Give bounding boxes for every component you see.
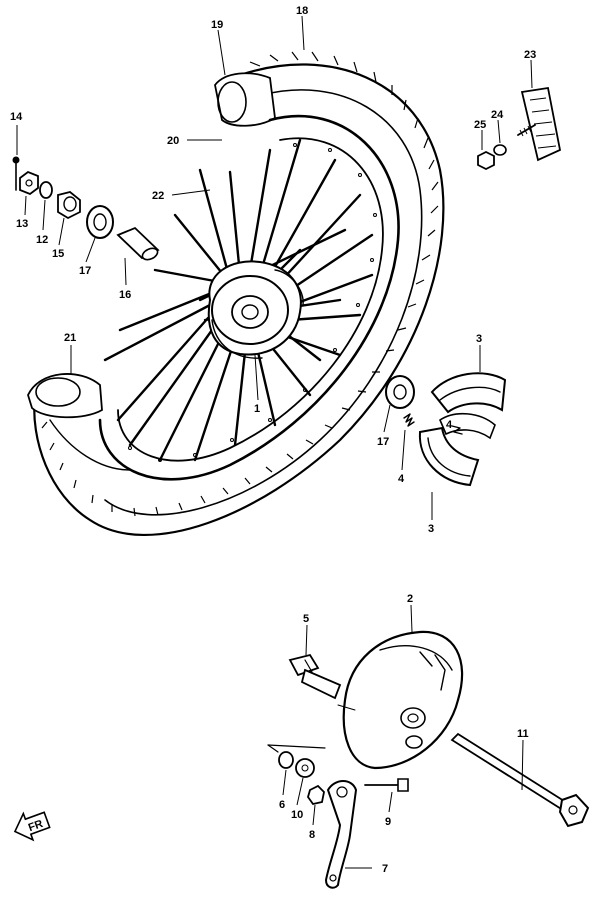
callout-11: 11 bbox=[517, 728, 529, 740]
o-ring bbox=[278, 751, 294, 769]
callout-6: 6 bbox=[279, 799, 285, 811]
front-direction-arrow: FR bbox=[13, 811, 51, 842]
callout-18: 18 bbox=[296, 5, 308, 17]
callout-10: 10 bbox=[291, 809, 303, 821]
castle-nut bbox=[19, 170, 39, 196]
callout-2: 2 bbox=[407, 593, 413, 605]
callout-23: 23 bbox=[524, 49, 536, 61]
spokes bbox=[103, 138, 374, 462]
callout-22: 22 bbox=[152, 190, 164, 202]
bearing-left bbox=[86, 205, 114, 239]
front-axle bbox=[450, 732, 590, 828]
callout-9: 9 bbox=[385, 816, 391, 828]
callout-17-right: 17 bbox=[377, 436, 389, 448]
front-marker-text: FR bbox=[27, 818, 45, 834]
callout-20: 20 bbox=[167, 135, 179, 147]
callout-1: 1 bbox=[254, 403, 260, 415]
wheel-assembly bbox=[27, 51, 445, 536]
brake-shoes bbox=[403, 372, 507, 487]
callout-4: 4 bbox=[398, 473, 405, 485]
callout-24: 24 bbox=[491, 109, 504, 121]
tire-flap bbox=[477, 86, 562, 171]
bearing-right bbox=[385, 375, 415, 409]
spacer-tube bbox=[116, 226, 160, 261]
callout-8: 8 bbox=[309, 829, 315, 841]
callout-labels: 18 19 20 22 14 13 12 15 17 16 21 1 23 24… bbox=[10, 5, 536, 875]
callout-4-inner: 4 bbox=[446, 419, 453, 431]
brake-panel bbox=[337, 630, 464, 770]
brake-cam-lever bbox=[324, 780, 358, 889]
callout-7: 7 bbox=[382, 863, 388, 875]
washer bbox=[39, 181, 53, 199]
flap-bolt bbox=[517, 124, 536, 137]
callout-13: 13 bbox=[16, 218, 28, 230]
flap-nut bbox=[477, 150, 495, 171]
cotter-pin bbox=[12, 156, 20, 191]
brake-lever-parts bbox=[267, 744, 409, 889]
callout-3-bottom: 3 bbox=[428, 523, 434, 535]
callout-15: 15 bbox=[52, 248, 64, 260]
callout-21: 21 bbox=[64, 332, 76, 344]
callout-17-left: 17 bbox=[79, 265, 91, 277]
brake-cam bbox=[288, 653, 342, 700]
wear-indicator bbox=[295, 758, 315, 778]
callout-19: 19 bbox=[211, 19, 223, 31]
lever-nut bbox=[307, 784, 325, 806]
callout-5: 5 bbox=[303, 613, 309, 625]
callout-3-top: 3 bbox=[476, 333, 482, 345]
callout-25: 25 bbox=[474, 119, 486, 131]
callout-16: 16 bbox=[119, 289, 131, 301]
hub bbox=[207, 260, 304, 359]
callout-12: 12 bbox=[36, 234, 48, 246]
lever-bolt bbox=[364, 778, 409, 792]
leader-lines bbox=[16, 15, 533, 869]
tire bbox=[27, 51, 445, 536]
axle-small-parts bbox=[12, 156, 415, 409]
flap-washer bbox=[493, 144, 507, 156]
spacer bbox=[57, 191, 81, 220]
callout-14: 14 bbox=[10, 111, 23, 123]
